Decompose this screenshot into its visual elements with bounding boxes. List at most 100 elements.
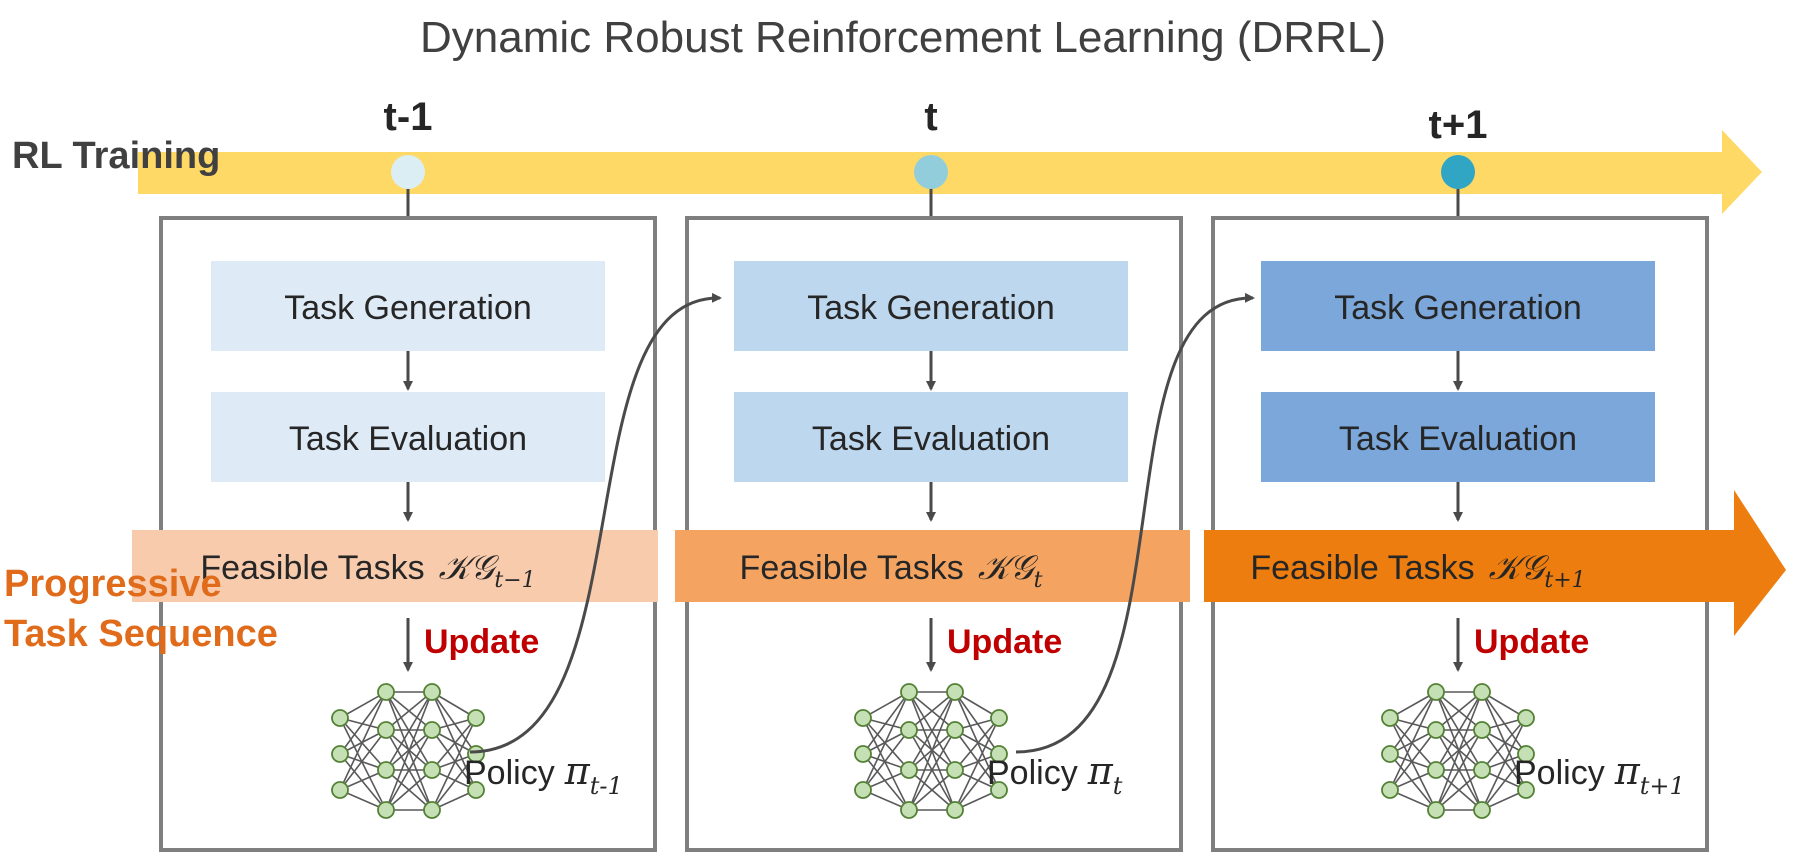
- policy-text: Policy: [464, 754, 555, 792]
- neuron: [946, 801, 964, 819]
- neuron: [1427, 683, 1445, 701]
- neuron: [854, 745, 872, 763]
- progressive-label-line2: Task Sequence: [4, 613, 278, 655]
- progressive-sequence-arrowhead: [1734, 490, 1786, 636]
- pi-symbol: π: [1087, 749, 1114, 793]
- time-step-label: t+1: [1429, 103, 1488, 147]
- task-generation-box: [211, 261, 605, 351]
- kg-symbol: 𝒦𝒢: [439, 548, 500, 588]
- rl-training-timeline-arrow: [138, 130, 1762, 214]
- task-evaluation-box: [211, 392, 605, 482]
- neuron: [1381, 781, 1399, 799]
- time-step-label: t-1: [384, 95, 433, 139]
- rl-training-label: RL Training: [12, 135, 220, 177]
- neuron: [377, 683, 395, 701]
- neuron: [423, 683, 441, 701]
- neuron: [1517, 781, 1535, 799]
- task-generation-label: Task Generation: [284, 289, 532, 327]
- feasible-tasks-text: Feasible Tasks: [740, 549, 964, 587]
- neuron: [377, 801, 395, 819]
- neuron: [854, 709, 872, 727]
- neuron: [990, 709, 1008, 727]
- kg-symbol: 𝒦𝒢: [978, 548, 1039, 588]
- neuron: [331, 781, 349, 799]
- neuron: [423, 761, 441, 779]
- time-step-label: t: [924, 95, 937, 139]
- pi-subscript: t+1: [1640, 772, 1685, 800]
- neuron: [990, 781, 1008, 799]
- feasible-tasks-band: [1204, 530, 1734, 602]
- neuron: [467, 781, 485, 799]
- time-step-dot: [391, 155, 425, 189]
- neuron: [467, 709, 485, 727]
- pi-symbol: π: [1614, 749, 1641, 793]
- task-evaluation-box: [1261, 392, 1655, 482]
- task-generation-box: [1261, 261, 1655, 351]
- kg-subscript: t−1: [494, 568, 535, 593]
- pi-symbol: π: [564, 749, 591, 793]
- task-generation-label: Task Generation: [1334, 289, 1582, 327]
- neuron: [1517, 709, 1535, 727]
- neuron: [854, 781, 872, 799]
- progressive-label-line1: Progressive: [4, 563, 222, 605]
- task-evaluation-label: Task Evaluation: [812, 420, 1050, 458]
- task-evaluation-label: Task Evaluation: [1339, 420, 1577, 458]
- feasible-tasks-band: [132, 530, 658, 602]
- neuron: [423, 801, 441, 819]
- task-evaluation-label: Task Evaluation: [289, 420, 527, 458]
- task-generation-label: Task Generation: [807, 289, 1055, 327]
- neuron: [900, 683, 918, 701]
- neuron: [900, 801, 918, 819]
- neuron: [1427, 801, 1445, 819]
- pi-subscript: t: [1113, 772, 1123, 800]
- neuron: [1473, 683, 1491, 701]
- neuron: [331, 745, 349, 763]
- neural-network-icon: [1381, 683, 1535, 819]
- neural-network-icon: [331, 683, 485, 819]
- neuron: [946, 683, 964, 701]
- kg-symbol: 𝒦𝒢: [1489, 548, 1550, 588]
- neuron: [1473, 801, 1491, 819]
- neuron: [1473, 721, 1491, 739]
- neuron: [1517, 745, 1535, 763]
- pi-subscript: t-1: [590, 772, 623, 800]
- neuron: [331, 709, 349, 727]
- diagram-title: Dynamic Robust Reinforcement Learning (D…: [420, 13, 1386, 62]
- neuron: [946, 761, 964, 779]
- kg-subscript: t: [1034, 568, 1043, 593]
- neuron: [990, 745, 1008, 763]
- neuron: [377, 761, 395, 779]
- neuron: [900, 721, 918, 739]
- kg-subscript: t+1: [1544, 568, 1585, 593]
- feasible-tasks-band: [675, 530, 1190, 602]
- feasible-tasks-text: Feasible Tasks: [200, 549, 424, 587]
- neuron: [900, 761, 918, 779]
- neuron: [423, 721, 441, 739]
- time-step-dot: [914, 155, 948, 189]
- neuron: [1427, 721, 1445, 739]
- neuron: [1381, 709, 1399, 727]
- time-step-dot: [1441, 155, 1475, 189]
- policy-to-next-generation-arrow-1: [469, 292, 722, 754]
- update-label: Update: [424, 623, 539, 661]
- feasible-tasks-label: Feasible Tasks 𝒦𝒢t−1: [200, 548, 535, 593]
- neuron: [1381, 745, 1399, 763]
- policy-text: Policy: [987, 754, 1078, 792]
- neuron: [1473, 761, 1491, 779]
- neuron: [377, 721, 395, 739]
- update-label: Update: [947, 623, 1062, 661]
- update-label: Update: [1474, 623, 1589, 661]
- task-evaluation-box: [734, 392, 1128, 482]
- feasible-tasks-label: Feasible Tasks 𝒦𝒢t: [740, 548, 1043, 593]
- neural-network-icon: [854, 683, 1008, 819]
- policy-text: Policy: [1514, 754, 1605, 792]
- policy-to-next-generation-arrow-2: [1015, 292, 1255, 754]
